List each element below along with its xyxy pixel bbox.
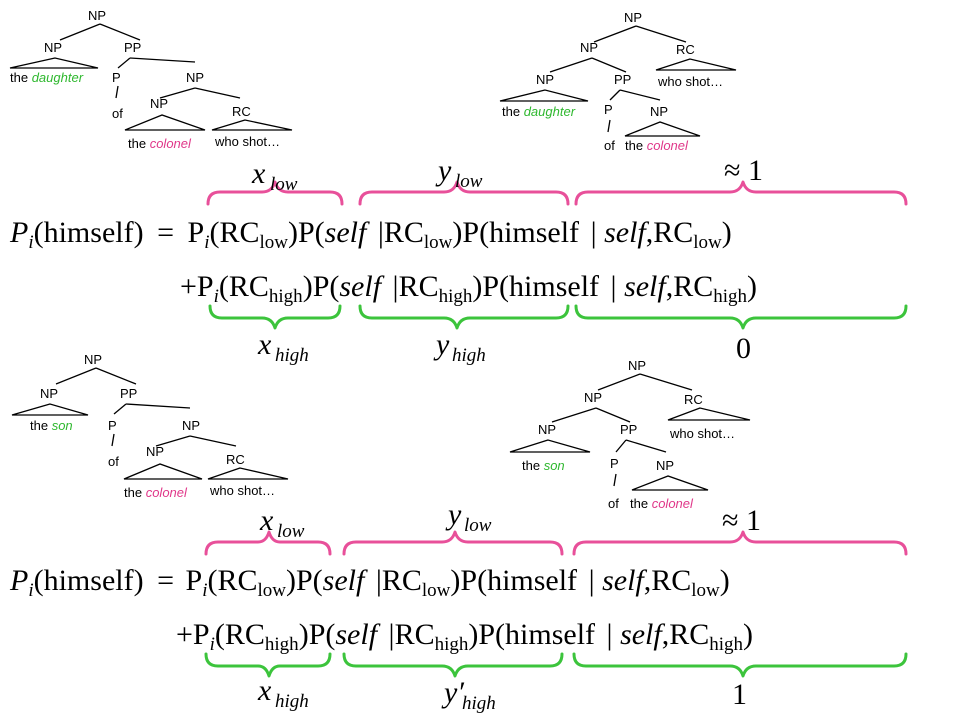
equation-line-high: +Pi(RChigh)P(self |RChigh)P(himself | se… [180,270,757,307]
tree-node-pp: PP [124,40,141,55]
svg-text:NP: NP [628,358,646,373]
svg-text:NP: NP [146,444,164,459]
svg-text:who shot…: who shot… [669,426,735,441]
svg-text:the colonel: the colonel [128,136,192,151]
tree-high-attachment-1: NP NP RC who shot… NP PP the daughter P … [499,10,737,153]
label-y-low: y [445,498,462,531]
svg-text:high: high [275,691,309,712]
tree-node-np: NP [650,104,668,119]
equation-line-low: Pi(himself) = Pi(RClow)P(self |RClow)P(h… [9,564,730,601]
svg-text:NP: NP [182,418,200,433]
svg-text:who shot…: who shot… [657,74,723,89]
equation-block-1: x low y low ≈ 1 Pi(himself) = Pi(RClow)P… [9,154,908,366]
svg-text:low: low [455,171,483,192]
label-y-prime-high: y′ [441,676,464,709]
tree-node-np: NP [536,72,554,87]
svg-text:PP: PP [120,386,137,401]
svg-text:the daughter: the daughter [10,70,84,85]
tree-node-np-root: NP [88,8,106,23]
leaf-daughter: daughter [32,70,84,85]
equation-line-low: Pi(himself) = Pi(RClow)P(self |RClow)P(h… [9,216,732,253]
tree-node-np: NP [150,96,168,111]
svg-text:RC: RC [226,452,245,467]
svg-text:PP: PP [620,422,637,437]
svg-text:the colonel: the colonel [625,138,689,153]
svg-text:RC: RC [684,392,703,407]
svg-text:high: high [275,345,309,366]
svg-text:the colonel: the colonel [124,485,188,500]
tree-node-rc: RC [232,104,251,119]
svg-text:NP: NP [40,386,58,401]
svg-text:P: P [610,456,619,471]
svg-text:of: of [604,138,615,153]
tree-node-np: NP [44,40,62,55]
label-approx-one: ≈ 1 [724,154,763,187]
svg-text:the daughter: the daughter [502,104,576,119]
svg-text:P: P [108,418,117,433]
tree-node-np: NP [186,70,204,85]
label-y-high: y [433,328,450,361]
svg-text:high: high [462,693,496,714]
label-x-high: x [257,674,272,707]
svg-text:NP: NP [656,458,674,473]
equation-block-2: x low y low ≈ 1 Pi(himself) = Pi(RClow)P… [9,498,908,714]
svg-text:the colonel: the colonel [630,496,694,511]
tree-node-p: P [604,102,613,117]
svg-text:the son: the son [522,458,565,473]
tree-node-pp: PP [614,72,631,87]
label-zero: 0 [736,332,751,365]
label-x-low: x [251,157,266,190]
svg-text:who shot…: who shot… [209,483,275,498]
label-y-low: y [435,154,452,187]
svg-text:high: high [452,345,486,366]
svg-text:low: low [464,515,492,536]
svg-text:of: of [608,496,619,511]
tree-low-attachment-1: NP NP PP the daughter P NP of NP RC the … [9,8,293,151]
label-x-high: x [257,328,272,361]
tree-low-attachment-2: NP NP PP the son P NP of NP RC the colon… [11,352,289,500]
tree-high-attachment-2: NP NP RC who shot… NP PP the son P NP of… [509,358,751,511]
leaf-of: of [112,106,123,121]
svg-text:NP: NP [84,352,102,367]
tree-node-np: NP [580,40,598,55]
svg-text:the son: the son [30,418,73,433]
leaf-rc: who shot… [214,134,280,149]
svg-text:of: of [108,454,119,469]
equation-line-high: +Pi(RChigh)P(self |RChigh)P(himself | se… [176,618,753,655]
svg-text:low: low [277,521,305,542]
label-one: 1 [732,678,747,711]
tree-node-p: P [112,70,121,85]
label-x-low: x [259,504,274,537]
svg-text:low: low [270,174,298,195]
svg-text:NP: NP [538,422,556,437]
tree-node-rc: RC [676,42,695,57]
svg-text:NP: NP [584,390,602,405]
label-approx-one: ≈ 1 [722,504,761,537]
tree-node-np-root: NP [624,10,642,25]
